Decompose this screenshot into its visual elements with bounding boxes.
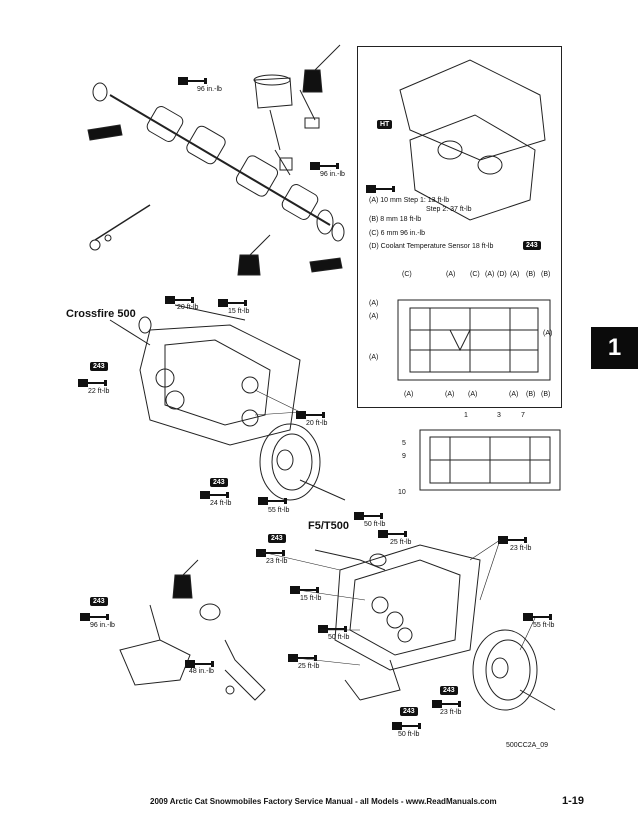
torque-label: 50 ft-lb [398, 731, 420, 738]
torque-label: 25 ft-lb [298, 663, 320, 670]
callout-7: 7 [521, 412, 525, 419]
top-letter: (C) [402, 271, 412, 278]
side-letter: (A) [543, 330, 553, 337]
crossfire-title: Crossfire 500 [66, 308, 136, 320]
callout-5: 5 [402, 440, 406, 447]
top-letter: (B) [541, 271, 551, 278]
spec-b: (B) 8 mm 18 ft-lb [369, 216, 422, 223]
torque-label: 48 in.-lb [189, 668, 214, 675]
spec-d-badge: 243 [523, 241, 541, 250]
spec-a-step2: Step 2: 37 ft-lb [426, 206, 472, 213]
bottom-letter: (B) [541, 391, 551, 398]
torque-label: 96 in.-lb [90, 622, 115, 629]
loctite-badge: 243 [90, 597, 108, 606]
torque-label: 50 ft-lb [328, 634, 350, 641]
bottom-letter: (A) [468, 391, 478, 398]
left-letter: (A) [369, 300, 379, 307]
torque-label: 20 ft-lb [306, 420, 328, 427]
page-footer: 2009 Arctic Cat Snowmobiles Factory Serv… [150, 797, 497, 806]
torque-label: 23 ft-lb [266, 558, 288, 565]
torque-label: 96 in.-lb [320, 171, 345, 178]
figure-code: 500CC2A_09 [506, 742, 549, 749]
callout-9: 9 [402, 453, 406, 460]
crankcase-torque-inset [357, 46, 562, 408]
top-letter: (A) [446, 271, 456, 278]
callout-1: 1 [464, 412, 468, 419]
loctite-badge: 243 [210, 478, 228, 487]
section-tab: 1 [591, 327, 638, 369]
loctite-badge: 243 [90, 362, 108, 371]
loctite-badge: 243 [268, 534, 286, 543]
bottom-letter: (A) [404, 391, 414, 398]
callout-10: 10 [398, 489, 406, 496]
top-letter: (C) [470, 271, 480, 278]
torque-label: 55 ft-lb [268, 507, 290, 514]
ht-badge: HT [377, 120, 393, 129]
left-letter: (A) [369, 354, 379, 361]
f5-title: F5/T500 [308, 520, 349, 532]
torque-label: 50 ft-lb [364, 521, 386, 528]
top-letter: (A) [510, 271, 520, 278]
torque-label: 22 ft-lb [88, 388, 110, 395]
top-letter: (A) [485, 271, 495, 278]
loctite-badge: 243 [400, 707, 418, 716]
torque-label: 15 ft-lb [228, 308, 250, 315]
callout-3: 3 [497, 412, 501, 419]
spec-c: (C) 6 mm 96 in.-lb [369, 230, 426, 237]
spec-a: (A) 10 mm Step 1: 13 ft-lb [369, 197, 450, 204]
torque-label: 96 in.-lb [197, 86, 222, 93]
torque-label: 23 ft-lb [440, 709, 462, 716]
loctite-badge: 243 [440, 686, 458, 695]
page-number: 1-19 [562, 795, 585, 807]
spec-d: (D) Coolant Temperature Sensor 18 ft-lb [369, 243, 494, 250]
torque-label: 24 ft-lb [210, 500, 232, 507]
bottom-letter: (A) [509, 391, 519, 398]
torque-label: 15 ft-lb [300, 595, 322, 602]
top-letter: (D) [497, 271, 507, 278]
bottom-letter: (B) [526, 391, 536, 398]
left-letter: (A) [369, 313, 379, 320]
torque-label: 25 ft-lb [390, 539, 412, 546]
bottom-letter: (A) [445, 391, 455, 398]
top-letter: (B) [526, 271, 536, 278]
torque-label: 20 ft-lb [177, 304, 199, 311]
torque-label: 23 ft-lb [510, 545, 532, 552]
torque-label: 55 ft-lb [533, 622, 555, 629]
